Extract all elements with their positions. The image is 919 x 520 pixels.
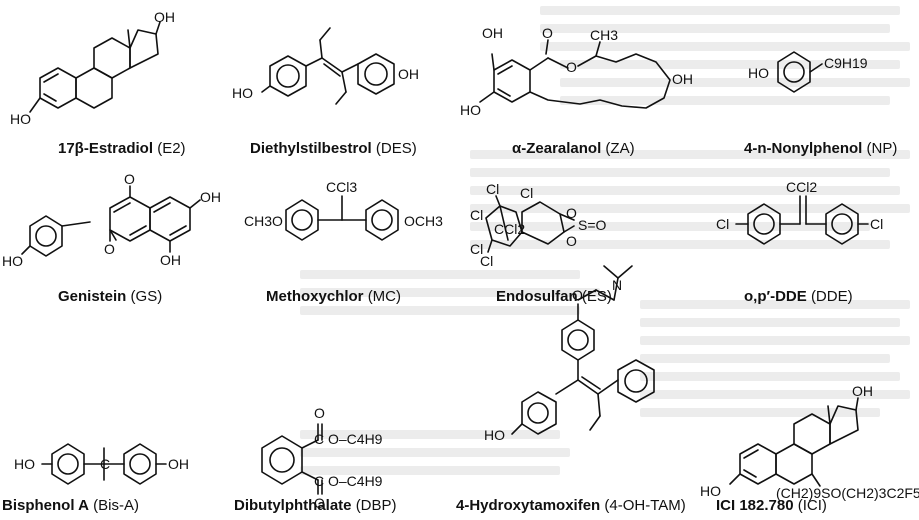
- ici-oh-label: OH: [852, 383, 873, 399]
- methoxychlor-structure: [285, 195, 399, 241]
- estradiol-structure: [29, 21, 161, 113]
- diethylstilbestrol-structure: [261, 27, 395, 105]
- dbp-ester-bottom-label: O–C4H9: [328, 473, 383, 489]
- caption-diethylstilbestrol: Diethylstilbestrol (DES): [250, 140, 417, 157]
- dbp-o-bottom-label: O: [314, 495, 325, 511]
- hydroxytamoxifen-structure: [511, 265, 655, 435]
- caption-dibutylphthalate: Dibutylphthalate (DBP): [234, 497, 397, 514]
- ici-structure: [729, 397, 859, 487]
- estradiol-ho-label: HO: [10, 111, 31, 127]
- bisa-c-label: C: [100, 456, 111, 472]
- caption-methoxychlor: Methoxychlor (MC): [266, 288, 402, 305]
- dde-cl-left-label: Cl: [716, 216, 730, 232]
- ici-ho-label: HO: [700, 483, 721, 499]
- np-ho-label: HO: [748, 65, 769, 81]
- zearalanol-structure: [479, 39, 671, 109]
- es-o-1-label: O: [566, 205, 577, 221]
- caption-zearalanol: α-Zearalanol (ZA): [512, 140, 635, 157]
- gs-oh-bottom-label: OH: [160, 252, 181, 268]
- estradiol-oh-label: OH: [154, 9, 175, 25]
- caption-endosulfan: Endosulfan (ES): [496, 288, 612, 305]
- caption-dde: o,p′-DDE (DDE): [744, 288, 853, 305]
- gs-ho-label: HO: [2, 253, 23, 269]
- za-o-carbonyl-label: O: [542, 25, 553, 41]
- gs-o-keto-label: O: [104, 241, 115, 257]
- des-ho-label: HO: [232, 85, 253, 101]
- tam-ho-label: HO: [484, 427, 505, 443]
- es-cl-5-label: Cl: [480, 253, 494, 269]
- caption-bisphenol-a: Bisphenol A (Bis-A): [2, 497, 139, 514]
- tam-n-label: N: [612, 277, 623, 293]
- tam-o-label: O: [572, 287, 583, 303]
- mc-ch3o-label: CH3O: [244, 213, 283, 229]
- np-c9h19-label: C9H19: [824, 55, 868, 71]
- endosulfan-structure: [485, 195, 575, 253]
- mc-ccl3-label: CCl3: [326, 179, 358, 195]
- dibutylphthalate-structure: [261, 423, 323, 495]
- des-oh-label: OH: [398, 66, 419, 82]
- dbp-ester-top-label: O–C4H9: [328, 431, 383, 447]
- za-oh-top-label: OH: [482, 25, 503, 41]
- dbp-c-top-label: C: [314, 431, 325, 447]
- dde-cl-right-label: Cl: [870, 216, 884, 232]
- nonylphenol-structure: [777, 51, 823, 93]
- es-cl-4-label: Cl: [470, 241, 484, 257]
- za-ch3-label: CH3: [590, 27, 619, 43]
- caption-hydroxytamoxifen: 4-Hydroxytamoxifen (4-OH-TAM): [456, 497, 686, 514]
- genistein-structure: [21, 185, 201, 257]
- mc-och3-label: OCH3: [404, 213, 443, 229]
- bisa-oh-label: OH: [168, 456, 189, 472]
- es-o-2-label: O: [566, 233, 577, 249]
- ici-chain-label: (CH2)9SO(CH2)3C2F5: [776, 485, 919, 501]
- bisa-ho-label: HO: [14, 456, 35, 472]
- gs-oh-top-label: OH: [200, 189, 221, 205]
- es-cl-1-label: Cl: [486, 181, 500, 197]
- dbp-c-bottom-label: C: [314, 473, 325, 489]
- dde-ccl2-label: CCl2: [786, 179, 818, 195]
- es-cl-2-label: Cl: [520, 185, 534, 201]
- gs-o-ring-label: O: [124, 171, 135, 187]
- za-oh-right-label: OH: [672, 71, 693, 87]
- dbp-o-top-label: O: [314, 405, 325, 421]
- es-ccl2-label: CCl2: [494, 221, 526, 237]
- caption-nonylphenol: 4-n-Nonylphenol (NP): [744, 140, 898, 157]
- es-so-label: S=O: [578, 217, 607, 233]
- za-o-ring-label: O: [566, 59, 577, 75]
- bisphenol-a-structure: [41, 443, 167, 485]
- za-ho-label: HO: [460, 102, 481, 118]
- es-cl-3-label: Cl: [470, 207, 484, 223]
- caption-ici: ICI 182.780 (ICI): [716, 497, 827, 514]
- caption-estradiol: 17β-Estradiol (E2): [58, 140, 186, 157]
- caption-genistein: Genistein (GS): [58, 288, 163, 305]
- dde-structure: [735, 195, 869, 245]
